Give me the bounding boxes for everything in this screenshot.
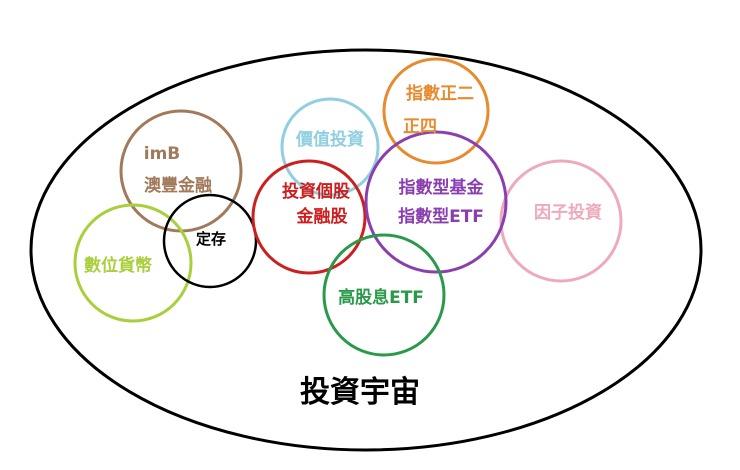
index-funds-label-2: 指數型ETF xyxy=(398,206,484,227)
leveraged-index-label-1: 指數正二 xyxy=(406,83,474,104)
factor-investing-circle xyxy=(499,159,623,283)
index-funds-label-1: 指數型基金 xyxy=(399,177,485,198)
high-dividend-label: 高股息ETF xyxy=(338,287,424,308)
imb-label-1: imB xyxy=(144,144,181,164)
high-dividend-circle xyxy=(322,233,446,357)
digital-currency-label: 數位貨幣 xyxy=(84,255,152,276)
index-funds-circle xyxy=(364,130,508,274)
factor-investing-label: 因子投資 xyxy=(534,202,602,223)
time-deposit-label: 定存 xyxy=(196,230,226,248)
time-deposit-circle xyxy=(162,193,258,289)
leveraged-index-label-2: 正四 xyxy=(403,117,437,137)
individual-stocks-label-2: 金融股 xyxy=(296,206,348,227)
leveraged-index-circle xyxy=(382,57,490,165)
imb-circle xyxy=(119,109,243,233)
individual-stocks-circle xyxy=(251,159,367,275)
universe-ellipse xyxy=(29,48,703,452)
universe-label: 投資宇宙 xyxy=(300,375,420,410)
value-investing-label: 價值投資 xyxy=(295,129,364,150)
digital-currency-circle xyxy=(73,203,193,323)
imb-label-2: 澳豐金融 xyxy=(144,175,212,196)
individual-stocks-label-1: 投資個股 xyxy=(282,181,350,202)
value-investing-circle xyxy=(280,97,380,197)
